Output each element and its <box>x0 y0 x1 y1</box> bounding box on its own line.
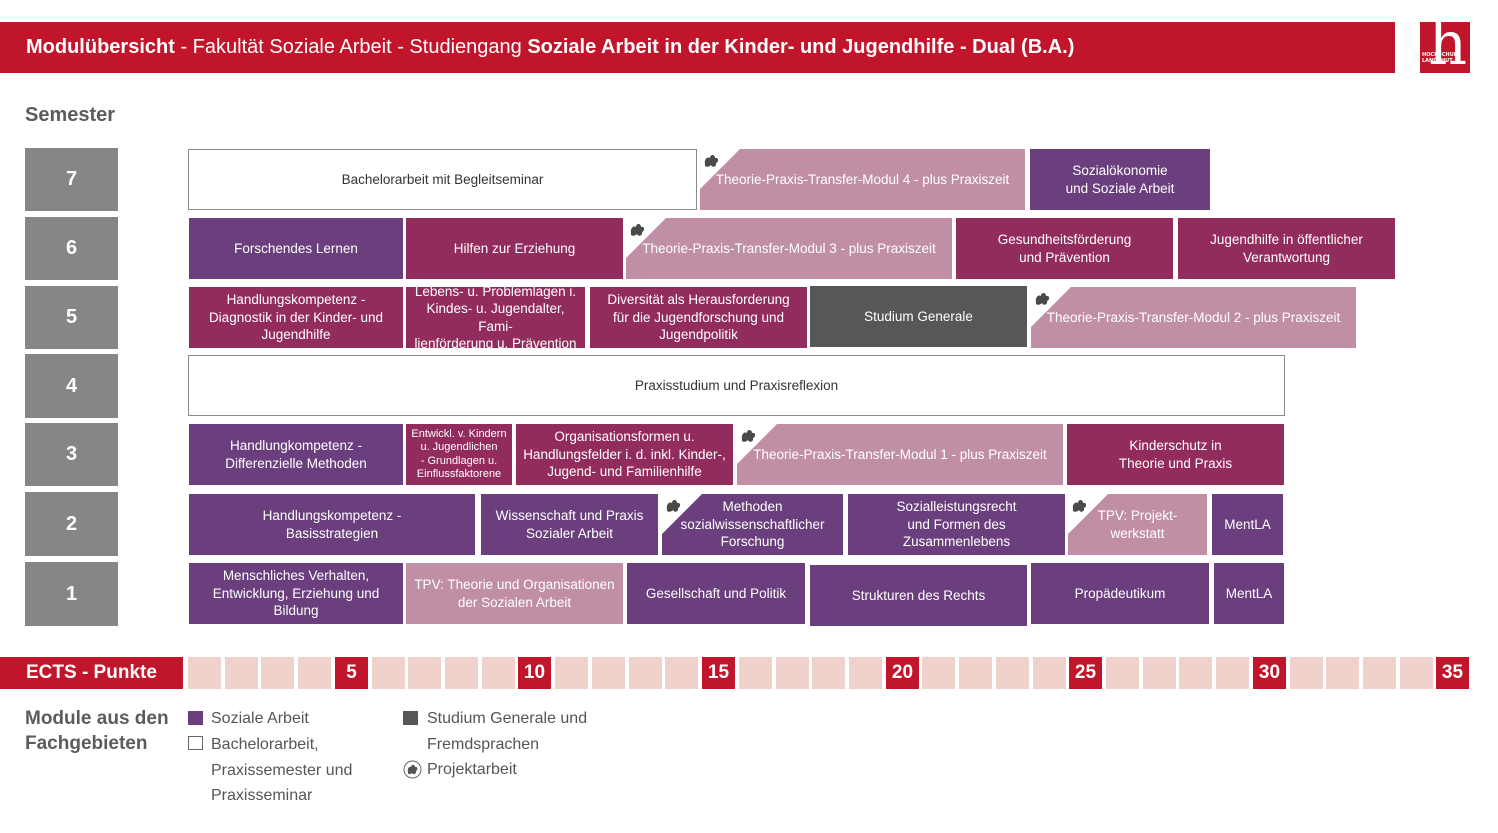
ects-mark-35: 35 <box>1436 657 1469 689</box>
module-gesundheitsfoerderung: Gesundheitsförderung und Prävention <box>956 218 1173 279</box>
module-jugendhilfe-verantwortung: Jugendhilfe in öffentlicher Verantwortun… <box>1178 218 1395 279</box>
module-hilfen-zur-erziehung: Hilfen zur Erziehung <box>406 218 623 279</box>
module-mentla-1: MentLA <box>1214 563 1284 624</box>
module-entwicklung-kinder: Entwickl. v. Kindern u. Jugendlichen - G… <box>406 424 512 485</box>
module-menschliches-verhalten: Menschliches Verhalten, Entwicklung, Erz… <box>189 563 403 624</box>
ects-cell <box>665 657 698 689</box>
semester-3-box: 3 <box>25 423 118 486</box>
ects-cell <box>1400 657 1433 689</box>
module-sozialleistungsrecht: Sozialleistungsrecht und Formen des Zusa… <box>848 494 1065 555</box>
ects-cell <box>1326 657 1359 689</box>
module-wissenschaft-praxis: Wissenschaft und Praxis Sozialer Arbeit <box>481 494 658 555</box>
semester-5-box: 5 <box>25 286 118 349</box>
ects-cell <box>1363 657 1396 689</box>
ects-mark-20: 20 <box>886 657 919 689</box>
project-work-icon <box>737 424 777 464</box>
ects-cell <box>482 657 515 689</box>
ects-cell <box>1179 657 1212 689</box>
module-mentla-2: MentLA <box>1212 494 1283 555</box>
legend-title: Module aus den Fachgebieten <box>25 708 169 754</box>
ects-mark-30: 30 <box>1253 657 1286 689</box>
legend-studium-generale: Studium Generale und Fremdsprachen <box>427 710 588 753</box>
project-work-icon <box>626 218 666 258</box>
logo-text-line1: HOCHSCHULE <box>1422 52 1461 58</box>
module-bachelorarbeit: Bachelorarbeit mit Begleitseminar <box>188 149 697 210</box>
ects-mark-15: 15 <box>702 657 735 689</box>
module-tpt-3: Theorie-Praxis-Transfer-Modul 3 - plus P… <box>626 218 952 279</box>
module-handlungskompetenz-basis: Handlungskompetenz - Basisstrategien <box>189 494 475 555</box>
module-praxisstudium: Praxisstudium und Praxisreflexion <box>188 355 1285 416</box>
module-methoden-forschung: Methoden sozialwissenschaftlicher Forsch… <box>662 494 843 555</box>
logo-text-line2: LANDSHUT <box>1422 58 1453 64</box>
ects-cell <box>922 657 955 689</box>
module-handlungskompetenz-differenzielle: Handlungkompetenz - Differenzielle Metho… <box>189 424 403 485</box>
ects-cell <box>1290 657 1323 689</box>
header-title-part3: Soziale Arbeit in der Kinder- und Jugend… <box>527 36 1075 58</box>
module-strukturen-rechts: Strukturen des Rechts <box>810 565 1027 626</box>
module-handlungskompetenz-diagnostik: Handlungskompetenz - Diagnostik in der K… <box>189 287 403 348</box>
module-tpt-4: Theorie-Praxis-Transfer-Modul 4 - plus P… <box>700 149 1025 210</box>
module-tpt-1: Theorie-Praxis-Transfer-Modul 1 - plus P… <box>737 424 1063 485</box>
logo-h-glyph: h <box>1428 22 1467 73</box>
semester-title: Semester <box>25 104 116 126</box>
ects-cell <box>445 657 478 689</box>
ects-cell <box>261 657 294 689</box>
semester-6-box: 6 <box>25 217 118 280</box>
ects-cell <box>592 657 625 689</box>
project-work-icon <box>1068 494 1108 534</box>
module-kinderschutz: Kinderschutz in Theorie und Praxis <box>1067 424 1284 485</box>
ects-cell <box>1216 657 1249 689</box>
ects-mark-10: 10 <box>518 657 551 689</box>
legend-soziale-arbeit: Soziale Arbeit <box>211 710 309 727</box>
ects-cell <box>812 657 845 689</box>
module-diversitaet: Diversität als Herausforderung für die J… <box>590 287 807 348</box>
ects-cell <box>849 657 882 689</box>
ects-cell <box>959 657 992 689</box>
legend-swatch-studium-generale <box>403 711 418 725</box>
header-title-part1: Modulübersicht <box>26 36 175 58</box>
ects-mark-25: 25 <box>1069 657 1102 689</box>
module-studium-generale: Studium Generale <box>810 286 1027 347</box>
project-work-icon <box>700 149 740 189</box>
module-tpt-2: Theorie-Praxis-Transfer-Modul 2 - plus P… <box>1031 287 1356 348</box>
module-forschendes-lernen: Forschendes Lernen <box>189 218 403 279</box>
semester-1-box: 1 <box>25 562 118 626</box>
project-work-icon <box>403 760 422 779</box>
ects-cell <box>225 657 258 689</box>
ects-cell <box>188 657 221 689</box>
ects-cell <box>298 657 331 689</box>
ects-cell <box>996 657 1029 689</box>
legend-projektarbeit: Projektarbeit <box>427 761 517 778</box>
ects-cell <box>739 657 772 689</box>
module-tpv-theorie: TPV: Theorie und Organisationen der Sozi… <box>406 563 623 624</box>
ects-cell <box>776 657 809 689</box>
legend-swatch-bachelor <box>188 736 203 750</box>
ects-cell <box>408 657 441 689</box>
ects-cell <box>1143 657 1176 689</box>
semester-4-box: 4 <box>25 354 118 418</box>
module-lebens-problemlagen: Lebens- u. Problemlagen i. Kindes- u. Ju… <box>406 287 585 348</box>
module-organisationsformen: Organisationsformen u. Handlungsfelder i… <box>516 424 733 485</box>
module-gesellschaft-politik: Gesellschaft und Politik <box>627 563 805 624</box>
semester-2-box: 2 <box>25 492 118 556</box>
semester-7-box: 7 <box>25 148 118 211</box>
legend-bachelor: Bachelorarbeit, Praxissemester und Praxi… <box>211 736 353 804</box>
header-bar: Modulübersicht - Fakultät Soziale Arbeit… <box>0 22 1395 73</box>
ects-cell <box>372 657 405 689</box>
header-title-part2: - Fakultät Soziale Arbeit - Studiengang <box>174 36 528 58</box>
project-work-icon <box>1031 287 1071 327</box>
module-propaedeutikum: Propädeutikum <box>1031 563 1209 624</box>
legend-swatch-soziale-arbeit <box>188 711 203 725</box>
ects-cell <box>1033 657 1066 689</box>
module-sozialoekonomie: Sozialökonomie und Soziale Arbeit <box>1030 149 1210 210</box>
project-work-icon <box>662 494 702 534</box>
ects-cell <box>1106 657 1139 689</box>
ects-cell <box>555 657 588 689</box>
ects-mark-5: 5 <box>335 657 368 689</box>
module-tpv-projektwerkstatt: TPV: Projekt- werkstatt <box>1068 494 1207 555</box>
ects-cell <box>629 657 662 689</box>
ects-label: ECTS - Punkte <box>0 657 183 689</box>
